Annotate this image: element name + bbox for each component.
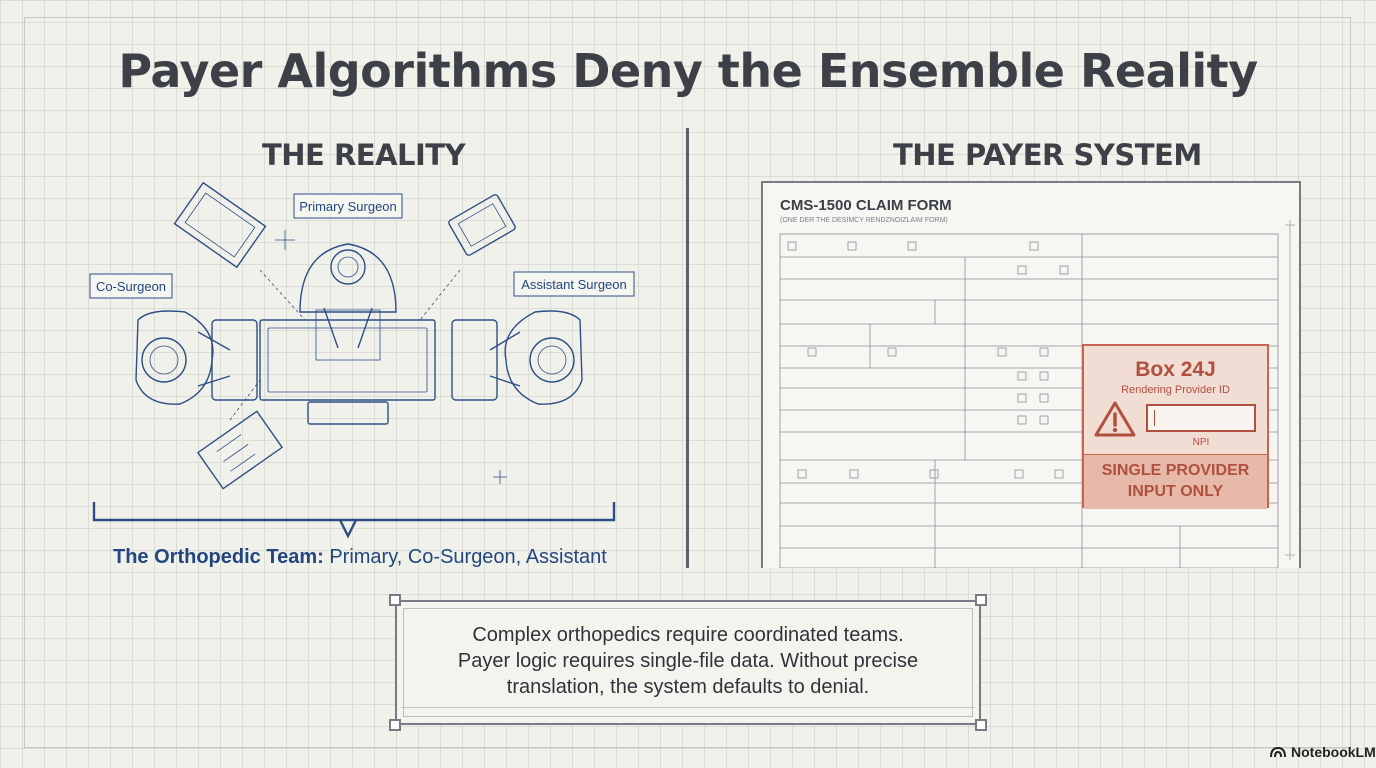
panel-corner-tl [389,594,401,606]
panel-corner-tr [975,594,987,606]
warning-line-2: INPUT ONLY [1127,483,1224,500]
monitor-left [173,181,267,269]
summary-line-3: translation, the system defaults to deni… [506,676,870,698]
team-caption-rest: Primary, Co-Surgeon, Assistant [323,546,607,568]
summary-line-1: Complex orthopedics require coordinated … [472,624,904,646]
notebooklm-brand: NotebookLM [1270,744,1376,760]
form-subtitle: (ONE DER THE DESIMCY RENDZNOIZLAIM FORM) [780,217,948,224]
warning-line-1: SINGLE PROVIDER [1101,462,1250,479]
box-24j-callout: Box 24J Rendering Provider ID NPI SINGLE… [1082,344,1269,509]
assistant-surgeon-label: Assistant Surgeon [521,277,627,292]
instrument-tray [196,410,284,490]
team-caption-bold: The Orthopedic Team: [113,546,324,568]
panel-footer-rule [401,707,975,720]
warning-icon [1094,401,1136,437]
payer-system-heading: THE PAYER SYSTEM [893,138,1202,172]
warning-band [1084,454,1267,509]
section-divider [686,128,689,568]
co-surgeon-label: Co-Surgeon [96,279,166,294]
operating-table [259,319,436,401]
primary-surgeon-figure [299,243,397,361]
box-24j-title: Box 24J [1135,358,1216,381]
summary-inner-frame [403,608,973,717]
team-caption: The Orthopedic Team: Primary, Co-Surgeon… [113,546,607,569]
page-title: Payer Algorithms Deny the Ensemble Reali… [118,44,1258,98]
npi-input-field[interactable] [1146,404,1256,432]
npi-label: NPI [1192,437,1210,448]
page-frame [24,17,1351,748]
primary-surgeon-label: Primary Surgeon [299,199,397,214]
summary-line-2: Payer logic requires single-file data. W… [457,650,919,672]
cms-1500-claim-form: CMS-1500 CLAIM FORM (ONE DER THE DESIMCY… [761,181,1301,568]
monitor-right [448,194,516,256]
summary-panel: Complex orthopedics require coordinated … [395,600,981,725]
text-cursor [1154,410,1155,426]
surgical-team-diagram: Primary Surgeon Co-Surgeon Assistant Sur… [89,181,635,539]
single-provider-warning: SINGLE PROVIDER INPUT ONLY [1084,460,1267,502]
reality-heading: THE REALITY [262,138,466,172]
summary-text: Complex orthopedics require coordinated … [397,622,979,700]
notebooklm-logo-icon [1270,746,1286,758]
form-title: CMS-1500 CLAIM FORM [780,197,952,214]
box-24j-subtitle: Rendering Provider ID [1121,384,1230,396]
panel-corner-bl [389,719,401,731]
brand-name: NotebookLM [1291,744,1376,760]
assistant-surgeon-figure [489,310,583,405]
co-surgeon-figure [135,310,231,405]
panel-corner-br [975,719,987,731]
